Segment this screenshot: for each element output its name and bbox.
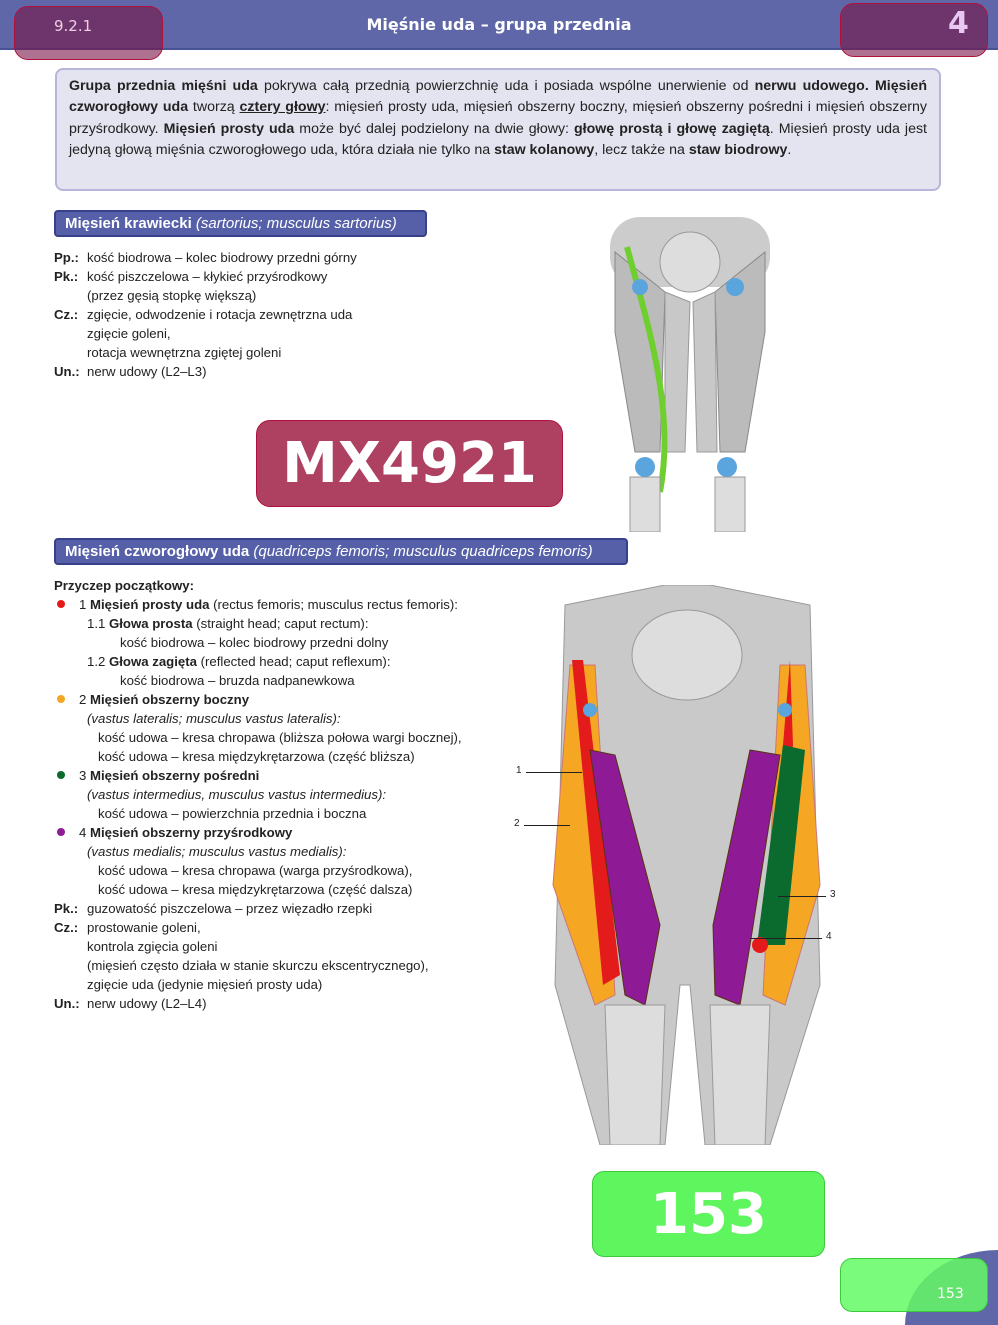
row-value: zgięcie, odwodzenie i rotacja zewnętrzna…	[87, 307, 353, 322]
row-value: (mięsień często działa w stanie skurczu …	[87, 958, 429, 973]
page-number-overlay	[840, 1258, 988, 1312]
muscle-head-3: 3 Mięsień obszerny pośredni	[54, 766, 462, 785]
row-value: guzowatość piszczelowa – przez więzadło …	[87, 901, 373, 916]
row-label: Pk.:	[54, 269, 79, 284]
page-badge-overlay: 153	[592, 1171, 825, 1257]
chapter-number: 4	[948, 6, 969, 41]
sartorius-illustration	[610, 217, 770, 532]
row-value: kość biodrowa – kolec biodrowy przedni g…	[87, 250, 357, 265]
redaction-overlay-right	[840, 3, 988, 57]
muscle-origin: kość udowa – powierzchnia przednia i boc…	[98, 806, 367, 821]
row-label: Cz.:	[54, 920, 79, 935]
quadriceps-illustration	[545, 585, 830, 1145]
muscle-head-1: 1 Mięsień prosty uda (rectus femoris; mu…	[54, 595, 462, 614]
leader-line	[778, 896, 826, 897]
sub-head-origin: kość biodrowa – kolec biodrowy przedni d…	[120, 635, 389, 650]
page-title: Mięśnie uda – grupa przednia	[366, 15, 632, 34]
color-dot-icon	[57, 600, 65, 608]
row-label	[54, 286, 87, 305]
row-label	[54, 937, 87, 956]
section-number: 9.2.1	[54, 17, 93, 35]
row-label: Cz.:	[54, 307, 79, 322]
row-value: prostowanie goleni,	[87, 920, 201, 935]
row-label: Pk.:	[54, 901, 79, 916]
detail-row: Pp.: kość biodrowa – kolec biodrowy przed…	[54, 248, 357, 267]
detail-row: zgięcie uda (jedynie mięsień prosty uda)	[54, 975, 462, 994]
section-header-quadriceps: Mięsień czworogłowy uda (quadriceps femo…	[54, 538, 628, 565]
detail-row: zgięcie goleni,	[54, 324, 357, 343]
detail-row: Cz.: prostowanie goleni,	[54, 918, 462, 937]
row-label: Un.:	[54, 996, 80, 1011]
leader-line	[526, 772, 582, 773]
muscle-latin: (vastus lateralis; musculus vastus later…	[87, 711, 341, 726]
row-value: kontrola zgięcia goleni	[87, 939, 218, 954]
intro-box: Grupa przednia mięśni uda pokrywa całą p…	[55, 68, 941, 191]
detail-row: Pk.: kość piszczelowa – kłykieć przyśrodk…	[54, 267, 357, 286]
row-label: Un.:	[54, 364, 80, 379]
color-dot-icon	[57, 695, 65, 703]
muscle-origin: kość udowa – kresa chropawa (bliższa poł…	[98, 730, 462, 745]
sub-head: 1.2 Głowa zagięta (reflected head; caput…	[87, 654, 391, 669]
row-label: Pp.:	[54, 250, 79, 265]
row-label	[54, 324, 87, 343]
figure-label-4: 4	[826, 931, 832, 942]
detail-row: Un.: nerw udowy (L2–L4)	[54, 994, 462, 1013]
muscle-latin: (vastus intermedius, musculus vastus int…	[87, 787, 387, 802]
muscle-origin: kość udowa – kresa międzykrętarzowa (czę…	[98, 882, 413, 897]
muscle-origin: kość udowa – kresa chropawa (warga przyś…	[98, 863, 413, 878]
muscle-head-2: 2 Mięsień obszerny boczny	[54, 690, 462, 709]
page-number: 153	[937, 1286, 964, 1302]
muscle-origin: kość udowa – kresa międzykrętarzowa (czę…	[98, 749, 415, 764]
color-dot-icon	[57, 828, 65, 836]
row-value: (przez gęsią stopkę większą)	[87, 288, 257, 303]
detail-row: (przez gęsią stopkę większą)	[54, 286, 357, 305]
page-header: 9.2.1 Mięśnie uda – grupa przednia 4	[0, 0, 998, 50]
leader-line	[750, 938, 822, 939]
detail-row: Cz.: zgięcie, odwodzenie i rotacja zewnęt…	[54, 305, 357, 324]
watermark-overlay: MX4921	[256, 420, 563, 507]
figure-label-1: 1	[516, 765, 522, 776]
muscle-head-4: 4 Mięsień obszerny przyśrodkowy	[54, 823, 462, 842]
row-value: kość piszczelowa – kłykieć przyśrodkowy	[87, 269, 328, 284]
row-value: rotacja wewnętrzna zgiętej goleni	[87, 345, 282, 360]
row-value: zgięcie goleni,	[87, 326, 171, 341]
section-header-sartorius: Mięsień krawiecki (sartorius; musculus s…	[54, 210, 427, 237]
sub-head: 1.1 Głowa prosta (straight head; caput r…	[87, 616, 369, 631]
figure-label-2: 2	[514, 818, 520, 829]
sub-head-origin: kość biodrowa – bruzda nadpanewkowa	[120, 673, 355, 688]
detail-row: rotacja wewnętrzna zgiętej goleni	[54, 343, 357, 362]
row-label	[54, 956, 87, 975]
detail-row: Pk.: guzowatość piszczelowa – przez więza…	[54, 899, 462, 918]
leader-line	[524, 825, 570, 826]
muscle-latin: (vastus medialis; musculus vastus medial…	[87, 844, 347, 859]
origin-label: Przyczep początkowy:	[54, 578, 194, 593]
figure-label-3: 3	[830, 889, 836, 900]
row-label	[54, 343, 87, 362]
color-dot-icon	[57, 771, 65, 779]
sartorius-details: Pp.: kość biodrowa – kolec biodrowy przed…	[54, 248, 357, 381]
row-value: zgięcie uda (jedynie mięsień prosty uda)	[87, 977, 323, 992]
row-value: nerw udowy (L2–L3)	[87, 364, 207, 379]
detail-row: Un.: nerw udowy (L2–L3)	[54, 362, 357, 381]
detail-row: (mięsień często działa w stanie skurczu …	[54, 956, 462, 975]
redaction-overlay-left	[14, 6, 163, 60]
detail-row: kontrola zgięcia goleni	[54, 937, 462, 956]
row-label	[54, 975, 87, 994]
row-value: nerw udowy (L2–L4)	[87, 996, 207, 1011]
quadriceps-details: Przyczep początkowy: 1 Mięsień prosty uda…	[54, 576, 462, 1013]
